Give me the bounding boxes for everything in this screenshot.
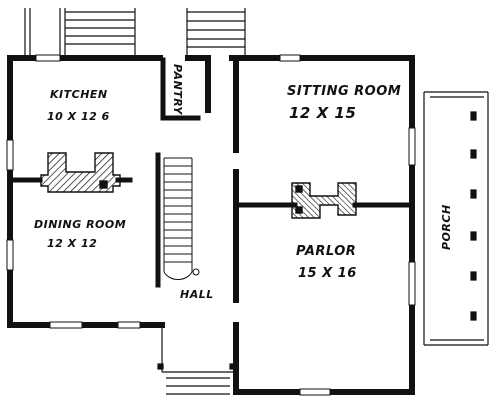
kitchen-label: KITCHEN xyxy=(50,88,108,101)
dining-room-label: DINING ROOM xyxy=(34,218,126,231)
back-steps-left xyxy=(24,8,136,55)
pantry-label: PANTRY xyxy=(171,64,184,115)
parlor-size: 15 X 16 xyxy=(298,266,357,281)
porch xyxy=(423,91,489,346)
front-steps xyxy=(157,325,236,395)
chimney-right xyxy=(291,182,357,219)
chimney-left xyxy=(40,152,121,193)
dining-room-size: 12 X 12 xyxy=(47,237,97,250)
back-steps-right xyxy=(186,8,246,55)
staircase xyxy=(163,157,200,280)
windows xyxy=(6,54,416,396)
hall-label: HALL xyxy=(180,288,214,301)
sitting-room-label: SITTING ROOM xyxy=(287,84,401,99)
parlor-label: PARLOR xyxy=(296,244,356,259)
porch-label: PORCH xyxy=(440,204,453,250)
kitchen-size: 10 X 12 6 xyxy=(47,110,110,123)
sitting-room-size: 12 X 15 xyxy=(289,104,356,122)
